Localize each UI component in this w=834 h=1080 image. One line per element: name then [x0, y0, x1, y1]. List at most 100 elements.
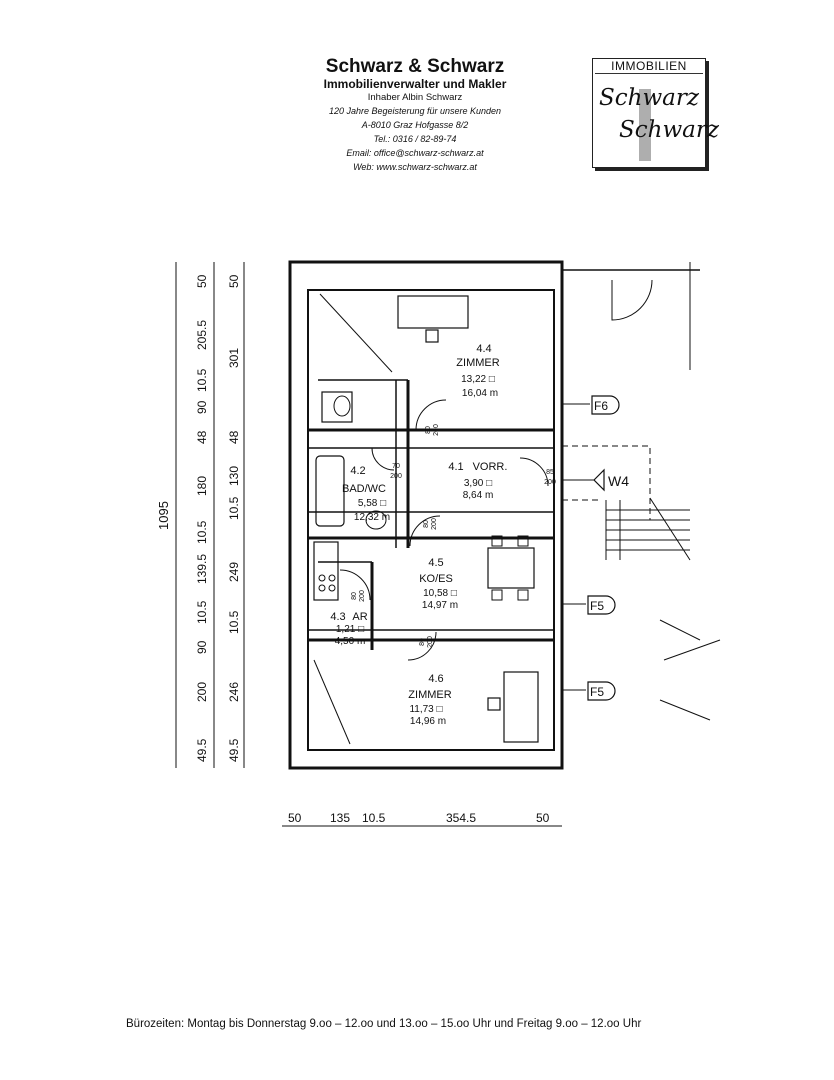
room-4-1-name: VORR.: [473, 461, 508, 473]
dim-label: 205.5: [195, 320, 209, 350]
logo-bar: [639, 89, 651, 161]
dining-chair: [491, 535, 503, 547]
room-4-1-number: 4.1: [448, 461, 463, 473]
door-swing: [371, 447, 395, 471]
room-4-1-area: 3,90 □: [464, 478, 492, 489]
dim-total: 1095: [156, 501, 171, 530]
room-4-6-area: 11,73 □: [409, 704, 442, 715]
window-label-f5b: F5: [590, 685, 604, 699]
stove-burner: [328, 584, 336, 592]
company-address: A-8010 Graz Hofgasse 8/2: [361, 120, 469, 130]
dim-label: 139.5: [195, 554, 209, 584]
company-tagline: 120 Jahre Begeisterung für unsere Kunden: [328, 106, 502, 116]
room-labels: 4.4 ZIMMER 13,22 □ 16,04 m 4.2 BAD/WC 5,…: [330, 343, 507, 727]
stove-burner: [318, 584, 326, 592]
door-width: 80: [425, 426, 432, 434]
logo-word-2: Schwarz: [619, 117, 719, 143]
room-4-2-area: 5,58 □: [358, 498, 386, 509]
door-height: 200: [359, 590, 366, 602]
kitchen-counter: [313, 541, 339, 601]
dim-label: 10.5: [362, 811, 386, 825]
window-marker-f6: [591, 395, 620, 415]
door-swing: [519, 457, 549, 487]
dim-label: 90: [195, 640, 209, 654]
door-swing: [407, 631, 437, 661]
dim-label: 50: [536, 811, 550, 825]
exterior-door: [611, 279, 653, 321]
dining-chair: [517, 535, 529, 547]
dim-label: 49.5: [195, 738, 209, 762]
logo-top-text: IMMOBILIEN: [595, 59, 703, 74]
company-owner: Inhaber Albin Schwarz: [367, 92, 463, 103]
door-swing: [339, 569, 371, 601]
dim-left-outer: 50 205.5 10.5 90 48 180 10.5 139.5 10.5 …: [195, 274, 209, 762]
dim-left-inner: 50 301 48 130 10.5 249 10.5 246 49.5: [227, 274, 241, 762]
window-label-w4: W4: [608, 473, 629, 489]
toilet-fixture: [321, 391, 353, 423]
room-4-6-perimeter: 14,96 m: [410, 716, 446, 727]
inner-wall-outline: [307, 289, 555, 751]
dim-label: 354.5: [446, 811, 476, 825]
dim-bottom: 50 135 10.5 354.5 50: [288, 811, 550, 825]
window-label-f6: F6: [594, 399, 608, 413]
dim-label: 90: [195, 400, 209, 414]
letterhead: Schwarz & Schwarz Immobilienverwalter un…: [300, 56, 530, 174]
room-4-3-area: 1,21 □: [336, 624, 364, 635]
furniture-chair: [425, 329, 439, 343]
door-labels: 80 200 70 200 85 200 80 200 80 200 80 20…: [351, 424, 556, 648]
window-marker-w4: [593, 468, 605, 492]
dim-label: 246: [227, 682, 241, 702]
dim-label: 49.5: [227, 738, 241, 762]
dining-chair: [491, 589, 503, 601]
room-4-2-number: 4.2: [350, 465, 365, 477]
furniture-desk: [503, 671, 539, 743]
dim-label: 10.5: [227, 610, 241, 634]
company-email: Email: office@schwarz-schwarz.at: [346, 148, 484, 158]
stove-burner: [318, 574, 326, 582]
exterior-railing: [659, 619, 721, 721]
dim-label: 301: [227, 348, 241, 368]
furniture-chair: [487, 697, 501, 711]
wc-bowl: [365, 510, 387, 530]
logo-word-1: Schwarz: [599, 85, 699, 111]
room-4-3-perimeter: 4,50 m: [335, 636, 366, 647]
stair-diagonal: [313, 659, 351, 745]
room-4-5-number: 4.5: [428, 557, 443, 569]
door-width: 80: [351, 592, 358, 600]
exterior-stairs: [605, 497, 691, 561]
entrance-dashed: [562, 445, 651, 520]
outer-wall: [288, 260, 564, 770]
door-height: 200: [544, 479, 556, 486]
dim-label: 48: [227, 430, 241, 444]
company-logo: IMMOBILIEN Schwarz Schwarz: [592, 58, 719, 168]
dim-label: 50: [288, 811, 302, 825]
door-height: 200: [431, 518, 438, 530]
room-4-2-name: BAD/WC: [342, 483, 386, 495]
door-height: 200: [433, 424, 440, 436]
office-hours: Bürozeiten: Montag bis Donnerstag 9.oo –…: [126, 1018, 642, 1030]
furniture-desk: [397, 295, 469, 329]
room-4-4-area: 13,22 □: [461, 374, 495, 385]
company-subtitle: Immobilienverwalter und Makler: [323, 77, 507, 91]
dining-table: [487, 547, 535, 589]
window-marker-f5b: [587, 681, 616, 701]
dim-label: 135: [330, 811, 350, 825]
door-width: 85: [546, 469, 554, 476]
dim-label: 200: [195, 682, 209, 702]
room-4-2-perimeter: 12,32 m: [354, 512, 390, 523]
room-4-1-perimeter: 8,64 m: [463, 490, 494, 501]
dim-label: 10.5: [195, 520, 209, 544]
window-marker-f5a: [587, 595, 616, 615]
company-phone: Tel.: 0316 / 82-89-74: [373, 134, 457, 144]
window-labels: F6 W4 F5 F5: [590, 399, 629, 699]
room-4-4-name: ZIMMER: [456, 357, 499, 369]
dim-label: 50: [195, 274, 209, 288]
stove-burner: [328, 574, 336, 582]
door-width: 80: [423, 520, 430, 528]
room-4-5-perimeter: 14,97 m: [422, 600, 458, 611]
door-width: 80: [419, 638, 426, 646]
dim-label: 249: [227, 562, 241, 582]
bathtub: [315, 455, 345, 527]
window-label-f5a: F5: [590, 599, 604, 613]
room-4-3-name: AR: [352, 611, 367, 623]
